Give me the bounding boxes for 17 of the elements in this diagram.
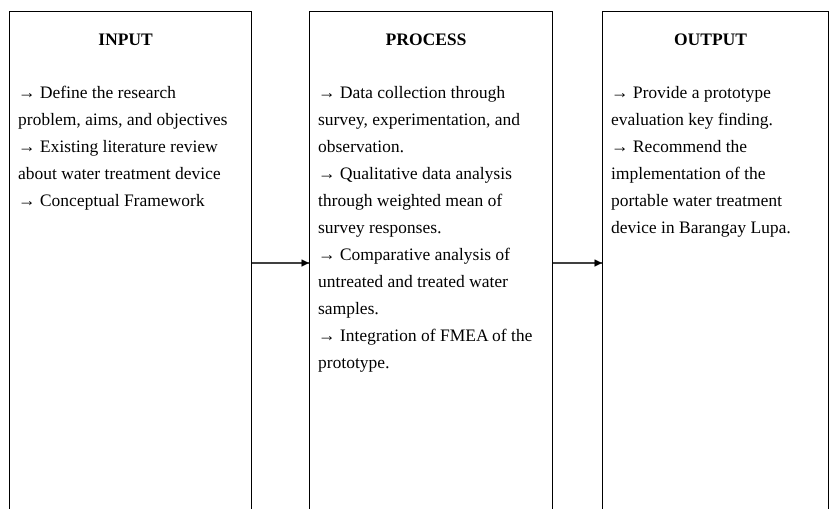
bullet-text: → Existing literature review about water treatment device bbox=[18, 135, 222, 185]
bullet-text: → Conceptual Framework bbox=[18, 189, 206, 212]
bullet-text: → Data collection through survey, experimentation, and observation. bbox=[318, 81, 521, 158]
column-box bbox=[9, 11, 252, 509]
column-box bbox=[309, 11, 553, 509]
bullet-text: → Comparative analysis of untreated and treated water samples. bbox=[318, 243, 511, 320]
arrow bbox=[553, 259, 602, 267]
column-box bbox=[602, 11, 829, 509]
column-heading: INPUT bbox=[97, 28, 154, 51]
bullet-text: → Provide a prototype evaluation key finding. bbox=[611, 81, 774, 131]
bullet-text: → Recommend the implementation of the portable water treatment device in Barangay Lupa. bbox=[611, 135, 792, 239]
bullet-text: → Integration of FMEA of the prototype. bbox=[318, 324, 534, 374]
column-heading: OUTPUT bbox=[673, 28, 748, 51]
column-heading: PROCESS bbox=[384, 28, 468, 51]
bullet-text: → Define the research problem, aims, and objectives bbox=[18, 81, 228, 131]
bullet-text: → Qualitative data analysis through weighted mean of survey responses. bbox=[318, 162, 513, 239]
arrow bbox=[252, 259, 309, 267]
